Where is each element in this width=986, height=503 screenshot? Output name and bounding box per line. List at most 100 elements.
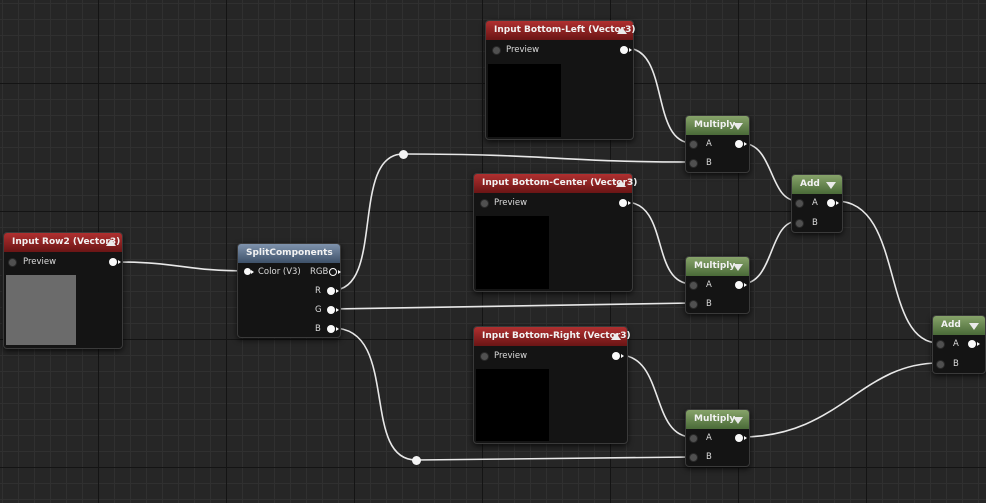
node-multiply-2[interactable]: Multiply A B [685,256,750,314]
collapse-arrow-icon[interactable] [733,264,743,271]
a-input-pin[interactable] [689,281,698,290]
node-header[interactable]: Input Bottom-Center (Vector3) [474,174,637,193]
color-input-pin[interactable] [244,268,254,275]
wire-bc-to-multiply2-a [624,201,693,285]
node-add-1[interactable]: Add A B [791,174,843,233]
wire-reroute-to-multiply1-b [402,153,693,163]
node-input-bottom-center[interactable]: Input Bottom-Center (Vector3) Preview [473,173,637,292]
wire-multiply2-to-add1-b [740,220,799,285]
preview-row: Preview [492,42,632,58]
a-input-label: A [706,280,712,290]
wire-r-to-reroute [332,153,404,291]
a-input-row: A [936,336,986,352]
output-pin[interactable] [735,434,747,442]
node-header[interactable]: Input Bottom-Left (Vector3) [486,21,636,40]
a-input-pin[interactable] [936,340,945,349]
node-input-bottom-left[interactable]: Input Bottom-Left (Vector3) Preview [485,20,636,140]
preview-input-pin[interactable] [480,352,489,361]
a-input-row: A [689,430,749,446]
rgb-output-pin[interactable] [329,268,341,276]
b-output-row: B [238,321,340,337]
node-title: Input Bottom-Center (Vector3) [482,178,638,188]
node-title: Add [941,320,961,330]
output-pin[interactable] [827,199,839,207]
node-title: Input Row2 (Vector3) [12,237,121,247]
node-multiply-1[interactable]: Multiply A B [685,115,750,173]
node-header[interactable]: Add [933,316,985,335]
preview-row: Preview [480,195,631,211]
b-input-pin[interactable] [689,453,698,462]
preview-input-pin[interactable] [480,199,489,208]
wire-add1-to-add2-a [835,200,940,344]
a-input-pin[interactable] [689,140,698,149]
reroute-node-r[interactable] [399,150,408,159]
a-input-row: A [795,195,843,211]
b-input-label: B [953,359,959,369]
preview-label: Preview [506,45,540,55]
collapse-arrow-icon[interactable] [106,239,116,246]
output-pin[interactable] [619,199,631,207]
b-input-label: B [706,452,712,462]
node-input-bottom-right[interactable]: Input Bottom-Right (Vector3) Preview [473,326,631,444]
node-title: Multiply [694,120,736,130]
output-pin[interactable] [735,140,747,148]
collapse-arrow-icon[interactable] [969,323,979,330]
node-multiply-3[interactable]: Multiply A B [685,409,750,467]
output-pin[interactable] [620,46,632,54]
node-header[interactable]: Multiply [686,257,749,276]
node-split-components[interactable]: SplitComponents Color (V3) RGB R G B [237,243,341,338]
output-pin[interactable] [735,281,747,289]
rgb-output-label: RGB [310,267,329,277]
g-output-pin[interactable] [327,306,339,314]
b-input-label: B [812,218,818,228]
preview-row: Preview [8,254,121,270]
preview-label: Preview [494,198,528,208]
node-header[interactable]: Multiply [686,116,749,135]
a-input-pin[interactable] [795,199,804,208]
b-input-pin[interactable] [936,360,945,369]
node-header[interactable]: Input Bottom-Right (Vector3) [474,327,631,346]
node-title: Multiply [694,414,736,424]
output-pin[interactable] [968,340,980,348]
collapse-arrow-icon[interactable] [611,333,621,340]
preview-input-pin[interactable] [8,258,17,267]
node-add-2[interactable]: Add A B [932,315,986,374]
color-input-row: Color (V3) RGB [244,264,341,280]
b-input-pin[interactable] [689,159,698,168]
r-output-pin[interactable] [327,287,339,295]
node-title: SplitComponents [246,248,333,258]
preview-swatch [476,369,549,441]
preview-swatch [476,216,549,289]
b-input-pin[interactable] [689,300,698,309]
collapse-arrow-icon[interactable] [826,182,836,189]
preview-input-pin[interactable] [492,46,501,55]
preview-row: Preview [480,348,625,364]
collapse-arrow-icon[interactable] [733,417,743,424]
node-title: Multiply [694,261,736,271]
b-input-row: B [936,356,986,372]
node-header[interactable]: SplitComponents [238,244,340,263]
b-input-row: B [689,449,749,465]
collapse-arrow-icon[interactable] [617,27,627,34]
a-input-label: A [706,139,712,149]
node-header[interactable]: Multiply [686,410,749,429]
collapse-arrow-icon[interactable] [733,123,743,130]
output-pin[interactable] [109,258,121,266]
a-input-label: A [953,339,959,349]
output-pin[interactable] [612,352,624,360]
b-input-pin[interactable] [795,219,804,228]
g-output-row: G [238,302,340,318]
node-input-row2[interactable]: Input Row2 (Vector3) Preview [3,232,123,349]
node-header[interactable]: Add [792,175,842,194]
reroute-node-b[interactable] [412,456,421,465]
wire-row2-to-split [115,261,249,272]
collapse-arrow-icon[interactable] [616,180,626,187]
b-input-label: B [706,158,712,168]
a-input-pin[interactable] [689,434,698,443]
wire-reroute-to-multiply3-b [415,456,693,461]
node-header[interactable]: Input Row2 (Vector3) [4,233,122,252]
preview-label: Preview [494,351,528,361]
b-output-pin[interactable] [327,325,339,333]
wire-bl-to-multiply1-a [625,47,693,144]
node-title: Input Bottom-Left (Vector3) [494,25,636,35]
